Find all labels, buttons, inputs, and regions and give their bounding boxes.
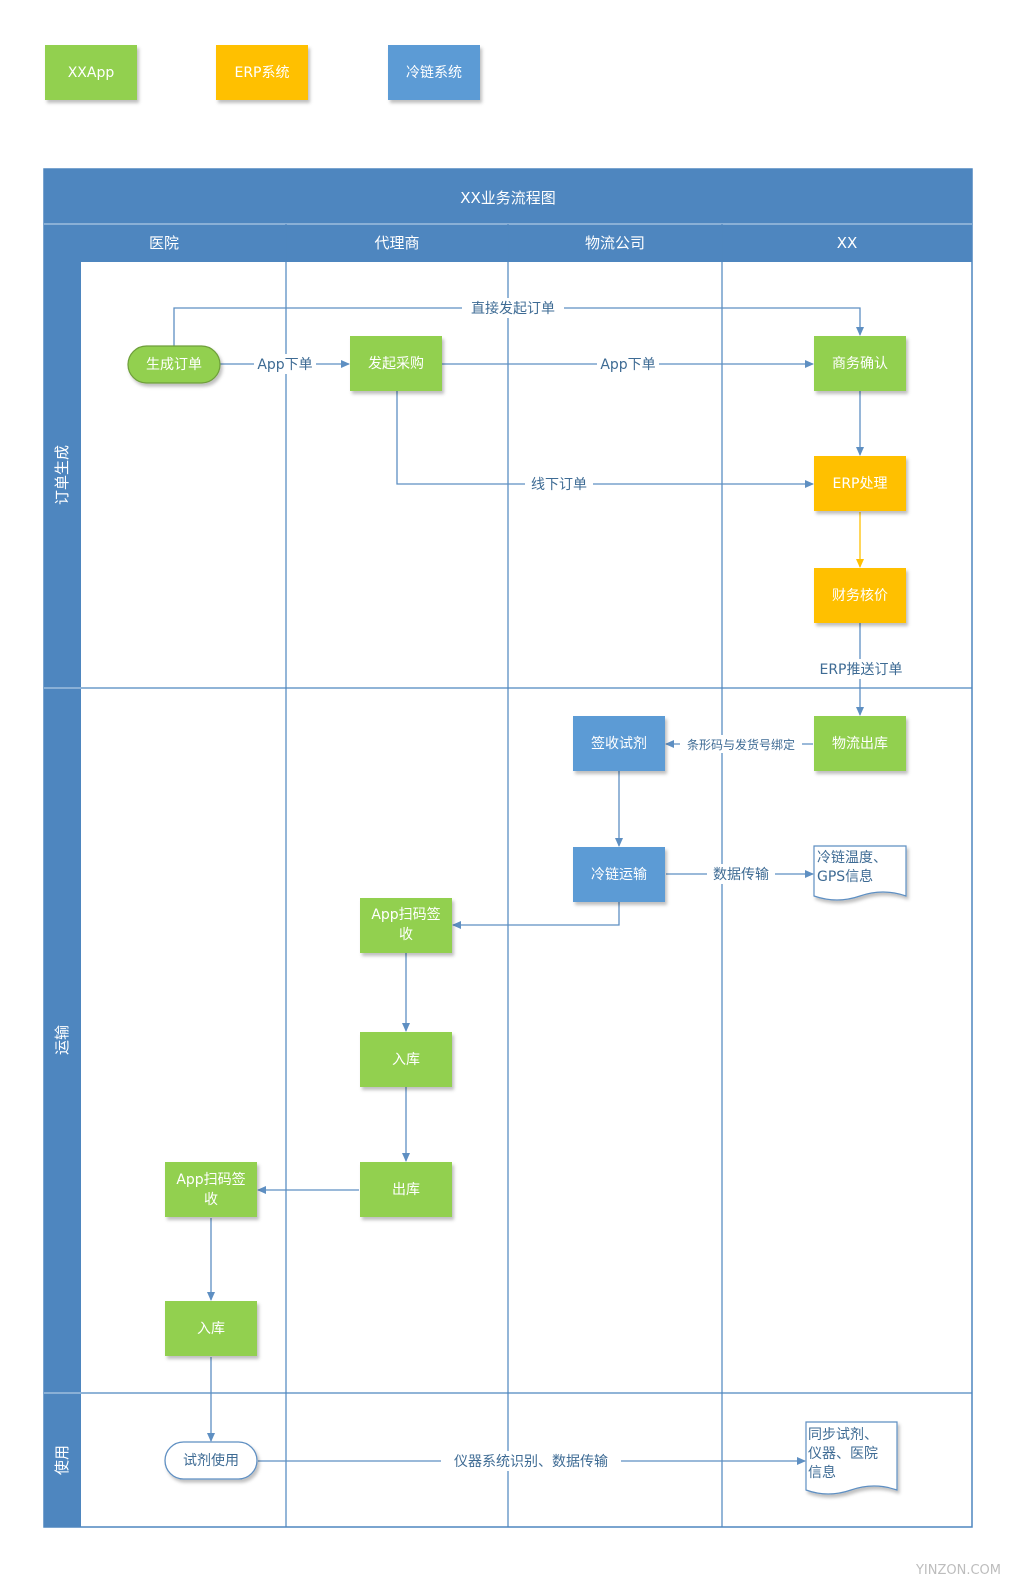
title-bar: [44, 169, 972, 224]
edge-label-barcode-bind: 条形码与发货号绑定: [687, 737, 795, 752]
lane-label-use: 使用: [53, 1445, 71, 1475]
node-cold-transport[interactable]: 冷链运输: [573, 847, 665, 902]
node-sync-line3: 信息: [808, 1464, 836, 1481]
node-cold-info-line1: 冷链温度、: [817, 850, 887, 866]
node-generate-order[interactable]: 生成订单: [127, 345, 221, 384]
column-header-agent: 代理商: [374, 234, 419, 252]
diagram-title: XX业务流程图: [460, 189, 556, 207]
edge-label-data-transfer: 数据传输: [713, 867, 769, 883]
node-hospital-scan-line1: App扫码签: [176, 1171, 245, 1188]
legend-erp: ERP系统: [216, 45, 308, 100]
node-start-purchase[interactable]: 发起采购: [350, 336, 442, 391]
node-agent-out-label: 出库: [392, 1182, 420, 1198]
legend-coldchain: 冷链系统: [388, 45, 480, 100]
node-hospital-scan[interactable]: App扫码签 收: [165, 1162, 257, 1217]
edge-cold-to-agent-scan: [452, 902, 620, 929]
node-start-purchase-label: 发起采购: [368, 356, 424, 372]
node-agent-out[interactable]: 出库: [360, 1162, 452, 1217]
edge-offline-order: [396, 391, 814, 488]
node-agent-in[interactable]: 入库: [360, 1032, 452, 1087]
legend: XXApp ERP系统 冷链系统: [45, 45, 480, 100]
node-business-confirm[interactable]: 商务确认: [814, 336, 906, 391]
node-hospital-in[interactable]: 入库: [165, 1301, 257, 1356]
node-agent-scan-line1: App扫码签: [371, 906, 440, 923]
node-cold-info-document[interactable]: 冷链温度、 GPS信息: [813, 845, 907, 901]
edge-label-erp-push: ERP推送订单: [819, 662, 902, 678]
node-agent-scan[interactable]: App扫码签 收: [360, 898, 452, 953]
node-business-confirm-label: 商务确认: [832, 356, 888, 372]
edge-label-app-order-1: App下单: [257, 357, 312, 373]
node-agent-scan-line2: 收: [399, 927, 413, 943]
node-agent-in-label: 入库: [392, 1052, 420, 1068]
node-cold-info-line2: GPS信息: [817, 868, 873, 885]
edge-label-instrument-transfer: 仪器系统识别、数据传输: [454, 1454, 608, 1470]
edge-label-offline-order: 线下订单: [531, 477, 587, 493]
node-sync-line2: 仪器、医院: [808, 1446, 878, 1462]
column-header-hospital: 医院: [149, 234, 179, 252]
edge-labels: 直接发起订单 App下单 App下单 线下订单 ERP推送订单 条形码与发货号绑…: [254, 298, 906, 1471]
legend-xxapp-label: XXApp: [68, 65, 115, 81]
lane-label-strip: [44, 262, 81, 1527]
node-reagent-use-label: 试剂使用: [183, 1452, 239, 1469]
node-cold-transport-label: 冷链运输: [591, 867, 647, 883]
node-sync-document[interactable]: 同步试剂、 仪器、医院 信息: [805, 1421, 898, 1495]
node-finance-check[interactable]: 财务核价: [814, 568, 906, 623]
node-hospital-in-label: 入库: [197, 1321, 225, 1337]
node-reagent-use[interactable]: 试剂使用: [164, 1441, 258, 1480]
edge-label-app-order-2: App下单: [600, 357, 655, 373]
node-logistics-out-label: 物流出库: [832, 736, 888, 752]
edge-label-direct-order: 直接发起订单: [471, 300, 555, 317]
node-logistics-out[interactable]: 物流出库: [814, 716, 906, 771]
node-sign-reagent-label: 签收试剂: [591, 735, 647, 752]
node-sign-reagent[interactable]: 签收试剂: [573, 716, 665, 771]
lane-label-order: 订单生成: [53, 445, 71, 505]
watermark: YINZON.COM: [915, 1563, 1001, 1578]
nodes: 生成订单 发起采购 商务确认 ERP处理 财务核价 物流出库 签收试剂: [127, 336, 907, 1495]
node-erp-process-label: ERP处理: [832, 476, 887, 492]
node-sync-line1: 同步试剂、: [808, 1427, 878, 1443]
node-generate-order-label: 生成订单: [146, 357, 202, 373]
legend-coldchain-label: 冷链系统: [406, 65, 462, 81]
node-erp-process[interactable]: ERP处理: [814, 456, 906, 511]
column-header-xx: XX: [837, 234, 858, 252]
legend-xxapp: XXApp: [45, 45, 137, 100]
lane-label-transport: 运输: [53, 1025, 71, 1055]
node-hospital-scan-line2: 收: [204, 1192, 218, 1208]
legend-erp-label: ERP系统: [234, 65, 289, 81]
node-finance-check-label: 财务核价: [832, 588, 888, 604]
column-header-logistics: 物流公司: [585, 234, 645, 252]
